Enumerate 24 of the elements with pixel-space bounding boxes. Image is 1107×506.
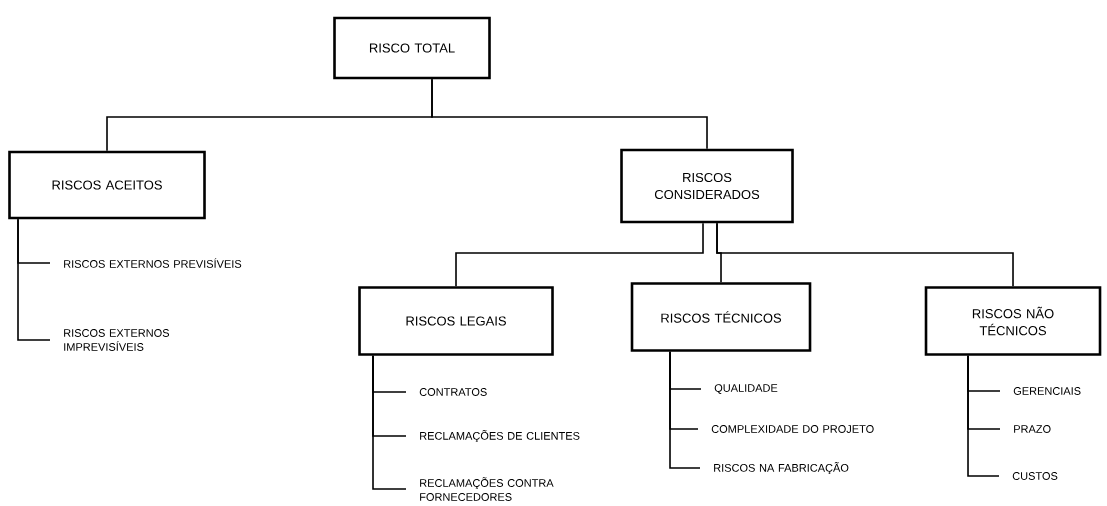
risk-item: RISCOS EXTERNOS IMPREVISÍVEIS [64,329,170,351]
connector-line [431,78,708,150]
connector-line [967,355,1000,477]
risk-box: RISCOS NÃO TÉCNICOS [924,286,1102,356]
risk-box: RISCOS ACEITOS [8,150,206,220]
risk-item: RISCOS EXTERNOS PREVISÍVEIS [64,258,242,268]
risk-box: RISCOS CONSIDERADOS [620,148,794,224]
risk-item: CONTRATOS [419,388,487,396]
risk-item: COMPLEXIDADE DO PROJETO [711,425,874,433]
risk-item: QUALIDADE [714,384,778,394]
connector-line [455,222,704,287]
connector-line [372,355,407,490]
risk-box: RISCOS TÉCNICOS [630,282,812,352]
risk-item: GERENCIAIS [1013,387,1081,395]
risk-item: RISCOS NA FABRICAÇÃO [714,462,849,474]
risk-box: RISCOS LEGAIS [358,286,554,356]
risk-item: RECLAMAÇÕES DE CLIENTES [420,430,580,442]
risk-item: PRAZO [1014,425,1051,433]
risk-item: CUSTOS [1012,472,1058,480]
risk-box: RISCO TOTAL [333,16,491,80]
risk-item: RECLAMAÇÕES CONTRA FORNECEDORES [420,477,554,501]
connector-line [669,351,701,469]
connector-line [17,218,51,341]
connector-line [716,222,1014,287]
